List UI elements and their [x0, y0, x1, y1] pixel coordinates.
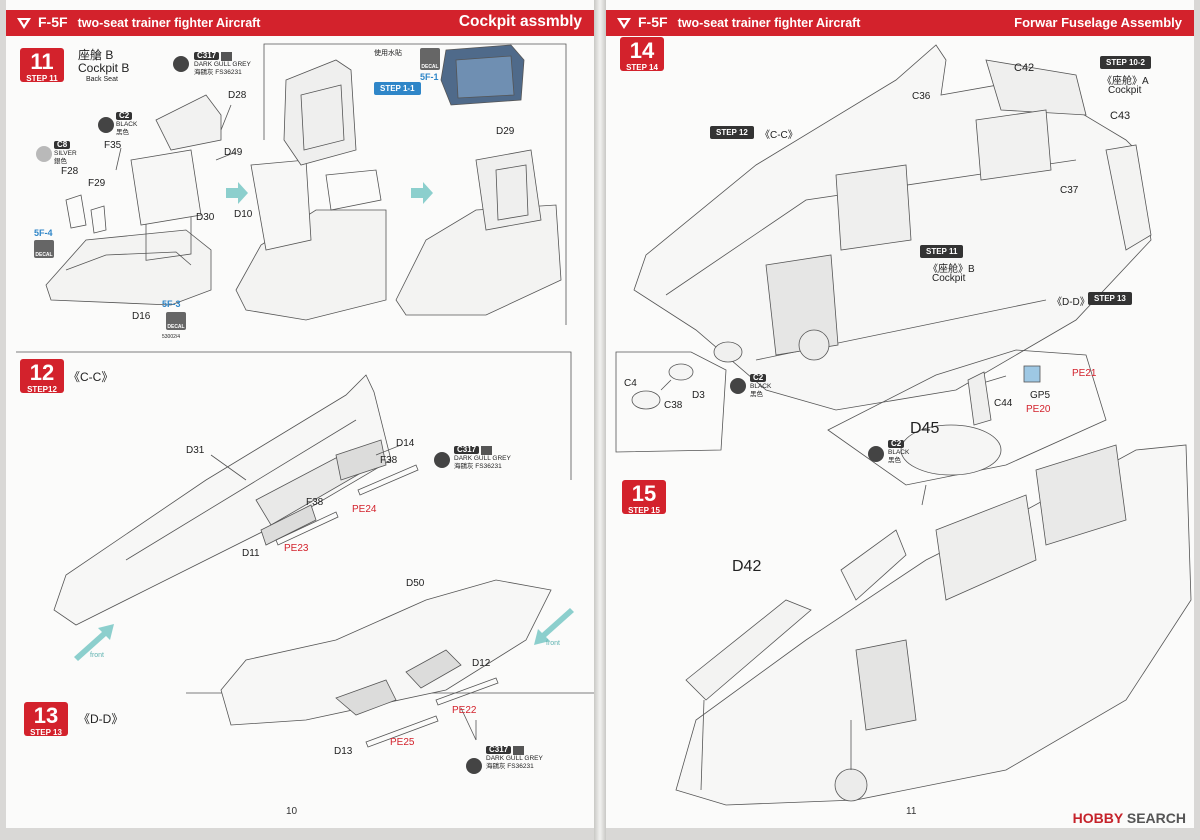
- step-11-title-en: Cockpit B: [78, 61, 130, 75]
- view-c-c: 《C-C》: [760, 130, 798, 141]
- front-label: front: [90, 652, 105, 659]
- part-d14: D14: [396, 438, 415, 449]
- part-d16: D16: [132, 311, 151, 322]
- decal-icon: DECAL: [420, 48, 440, 70]
- step-11-subtitle: Back Seat: [86, 76, 118, 83]
- cockpit-a-en: Cockpit: [1108, 85, 1142, 96]
- part-d10: D10: [234, 209, 253, 220]
- step-13-badge: 13 STEP 13: [24, 702, 68, 737]
- watermark: HOBBY SEARCH: [1072, 810, 1186, 826]
- part-d50: D50: [406, 578, 425, 589]
- cockpit-b-cn: 《座舱》B: [928, 264, 975, 275]
- decal-5f-3: 5F-3: [162, 299, 181, 309]
- step-11-paint-c2: C2 BLACK 黑色: [116, 111, 138, 136]
- part-d31: D31: [186, 445, 205, 456]
- jet-logo-icon: [17, 18, 31, 29]
- page-number: 11: [906, 806, 917, 817]
- part-f28: F28: [61, 166, 79, 177]
- cockpit-b-en: Cockpit: [932, 273, 966, 284]
- step-13-paint-c317: C317 DARK GULL GREY 海鷗灰 FS36231: [486, 745, 543, 771]
- part-gp5: GP5: [1030, 390, 1051, 401]
- jet-logo-icon: [617, 18, 631, 29]
- ref-step-11: STEP 11: [920, 245, 964, 258]
- part-d3: D3: [692, 390, 705, 401]
- part-c37: C37: [1060, 185, 1079, 196]
- part-f38: F38: [306, 497, 324, 508]
- front-label: front: [546, 640, 561, 647]
- paint-brush-icon: [730, 378, 746, 394]
- etch-pe23: PE23: [284, 543, 309, 554]
- part-f29: F29: [88, 178, 106, 189]
- view-d-d: 《D-D》: [1052, 297, 1090, 308]
- part-d12: D12: [472, 658, 491, 669]
- part-d13: D13: [334, 746, 353, 757]
- part-d29: D29: [496, 126, 515, 137]
- step-12-paint-c317: C317 DARK GULL GREY 海鷗灰 FS36231: [454, 445, 511, 471]
- part-d30: D30: [196, 212, 215, 223]
- step-12-view: 《C-C》: [68, 370, 114, 384]
- page-gutter: [594, 0, 606, 840]
- step-15-badge: 15 STEP 15: [622, 480, 666, 515]
- ref-step-12: STEP 12: [710, 126, 754, 139]
- step-13-view: 《D-D》: [78, 712, 124, 726]
- step-11-paint-c8: C8 SILVER 銀色: [54, 140, 77, 165]
- ref-step-10-2: STEP 10-2: [1100, 56, 1151, 69]
- step-14-badge: 14 STEP 14: [620, 37, 664, 72]
- right-section-title: Forwar Fuselage Assembly: [1014, 15, 1182, 30]
- etch-pe20: PE20: [1026, 404, 1051, 415]
- part-c43: C43: [1110, 110, 1131, 122]
- paint-brush-icon: [868, 446, 884, 462]
- ref-step-13: STEP 13: [1088, 292, 1132, 305]
- water-decal-label: 使用水貼: [374, 50, 402, 57]
- decal-5f-1: 5F-1: [420, 72, 439, 82]
- part-d42: D42: [732, 558, 762, 575]
- etch-pe22: PE22: [452, 705, 477, 716]
- right-line-drawings: [615, 44, 1192, 806]
- ref-step-1-1: STEP 1-1: [374, 82, 421, 95]
- step-11-title-cn: 座艙 B: [78, 48, 114, 62]
- left-line-drawings: [16, 43, 594, 748]
- paint-brush-icon: [173, 56, 189, 72]
- left-section-title: Cockpit assmbly: [458, 13, 582, 30]
- part-c38: C38: [664, 400, 683, 411]
- decal-5f-4: 5F-4: [34, 228, 53, 238]
- part-f35: F35: [104, 140, 122, 151]
- paint-brush-icon: [98, 117, 114, 133]
- part-d49: D49: [224, 147, 243, 158]
- part-d28: D28: [228, 90, 247, 101]
- paint-brush-icon: [466, 758, 482, 774]
- etch-pe21: PE21: [1072, 368, 1097, 379]
- decal-icon: DECAL: [166, 312, 186, 330]
- step-12-badge: 12 STEP12: [20, 359, 64, 394]
- part-d11: D11: [242, 548, 260, 559]
- paint-brush-icon: [434, 452, 450, 468]
- part-c36: C36: [912, 91, 931, 102]
- etch-pe24: PE24: [352, 504, 377, 515]
- part-c42: C42: [1014, 62, 1035, 74]
- step-11-paint-c317: C317 DARK GULL GREY 海鷗灰 FS36231: [194, 51, 251, 77]
- part-number-code: 53002/4: [162, 334, 181, 340]
- step-11-badge: 11 STEP 11: [20, 48, 64, 83]
- paint-brush-icon: [36, 146, 52, 162]
- part-f38: F38: [380, 455, 398, 466]
- page-number: 10: [286, 806, 298, 817]
- decal-icon: DECAL: [34, 240, 54, 258]
- cockpit-a-cn: 《座舱》A: [1102, 76, 1149, 87]
- part-c44: C44: [994, 398, 1013, 409]
- step-15-paint-c2: C2 BLACK 黑色: [888, 439, 910, 464]
- part-c4: C4: [624, 378, 637, 389]
- part-d45: D45: [910, 420, 940, 437]
- step-14-paint-c2: C2 BLACK 黑色: [750, 373, 772, 398]
- etch-pe25: PE25: [390, 737, 415, 748]
